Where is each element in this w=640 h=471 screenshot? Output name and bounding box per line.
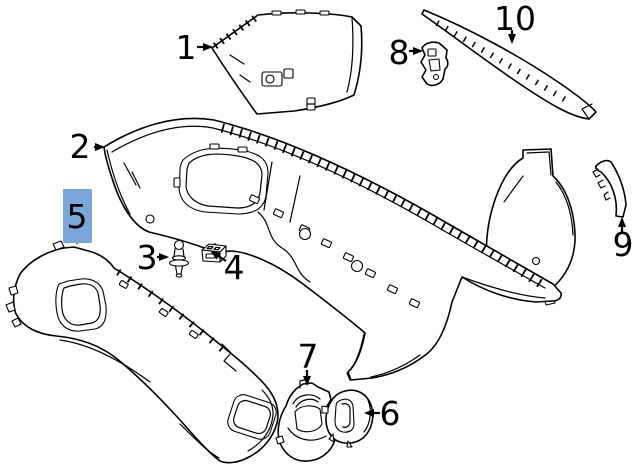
callout-1[interactable]: 1 — [176, 28, 197, 67]
part-1-artwork[interactable] — [211, 9, 363, 115]
part-5-artwork[interactable] — [5, 240, 279, 464]
part-8-artwork[interactable] — [420, 41, 449, 87]
part-9-artwork[interactable] — [592, 159, 627, 218]
callout-5-highlight — [63, 189, 92, 243]
callout-8[interactable]: 8 — [389, 33, 410, 72]
part-6-artwork[interactable] — [321, 389, 374, 448]
callout-9[interactable]: 9 — [613, 225, 634, 264]
callout-6[interactable]: 6 — [380, 394, 401, 433]
callout-4[interactable]: 4 — [224, 248, 245, 287]
leader-arrow-4 — [210, 250, 227, 262]
part-2-artwork[interactable] — [103, 117, 562, 381]
callout-3[interactable]: 3 — [137, 238, 158, 277]
callout-10[interactable]: 10 — [494, 0, 536, 38]
callout-2[interactable]: 2 — [70, 127, 91, 166]
part-10-artwork[interactable] — [421, 9, 597, 120]
callout-7[interactable]: 7 — [298, 337, 319, 376]
callout-5[interactable]: 5 — [67, 197, 88, 236]
part-3-artwork[interactable] — [168, 239, 190, 278]
